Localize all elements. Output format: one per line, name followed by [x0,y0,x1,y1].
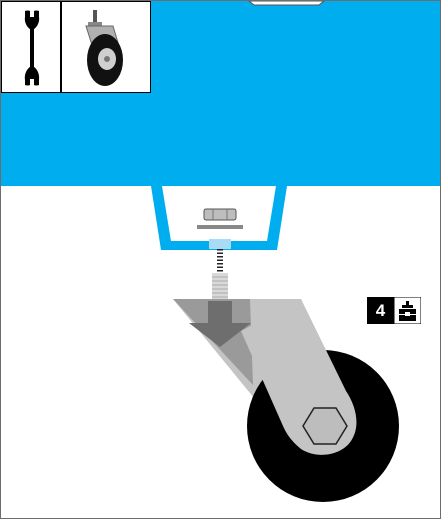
step-badge: 4 [367,297,421,324]
hex-bolt-head [204,209,236,220]
spacer-sleeve [209,239,231,249]
tool-box-caster [62,2,151,93]
tool-box-wrench [2,2,61,93]
toolbox-icon [394,297,421,324]
threaded-stem [212,273,228,301]
washer [197,225,243,229]
step-number: 4 [367,297,394,324]
